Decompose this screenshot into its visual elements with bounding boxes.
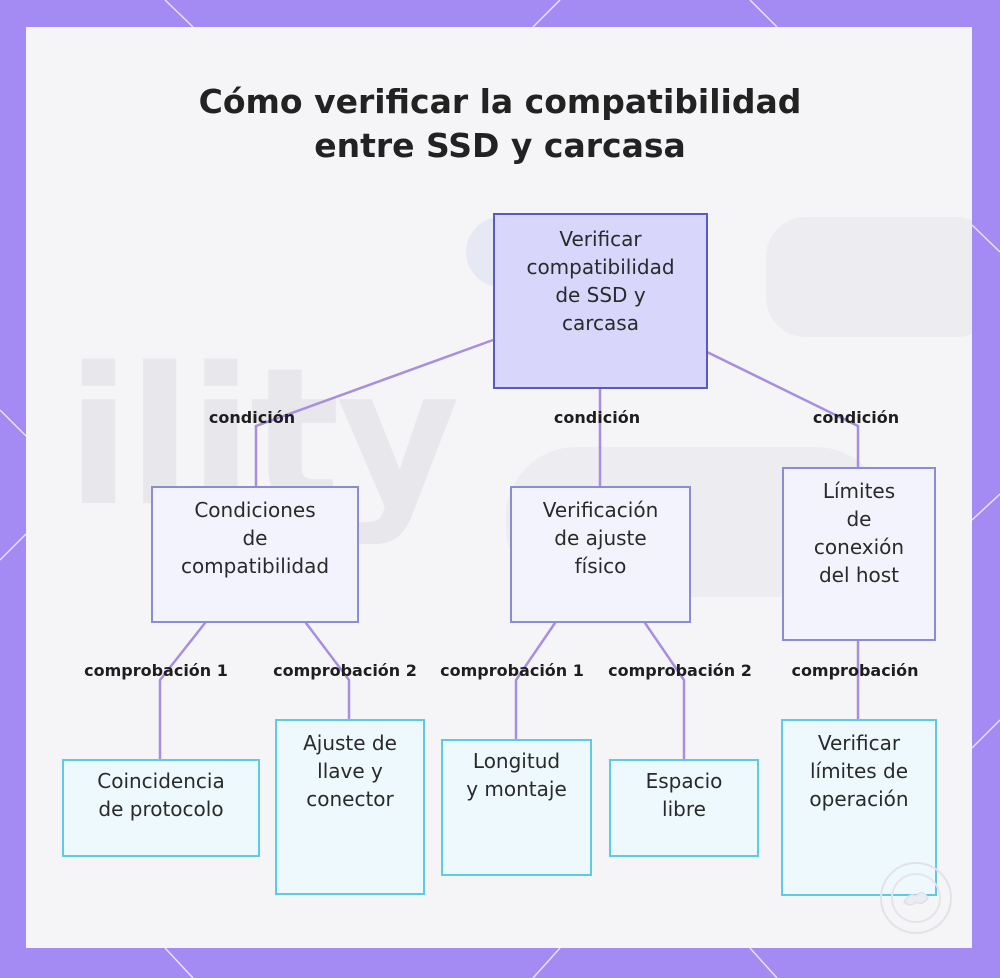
- node-length-mount-line: y montaje: [466, 777, 567, 801]
- node-physical-fit: Verificación de ajuste físico: [510, 486, 691, 623]
- node-physical-fit-line: Verificación: [542, 498, 659, 522]
- title-line-2: entre SSD y carcasa: [314, 126, 686, 165]
- background-blur-band: [766, 217, 972, 337]
- edge-label-condition: condición: [553, 408, 641, 427]
- node-host-limits-line: conexión: [813, 535, 905, 559]
- node-key-connector-line: llave y: [317, 759, 383, 783]
- edge-label-condition: condición: [812, 408, 900, 427]
- node-conditions-line: Condiciones: [194, 498, 316, 522]
- edge-label-check-1: comprobación 1: [440, 661, 584, 680]
- edge-physical-to-length: [514, 621, 557, 741]
- node-operation-limits-line: Verificar: [817, 731, 901, 755]
- edge-physical-to-space: [643, 621, 686, 761]
- node-length-mount-line: Longitud: [472, 749, 561, 773]
- edge-label-check-1: comprobación 1: [84, 661, 228, 680]
- edge-conditions-to-protocol: [158, 621, 207, 761]
- edge-label-check-2: comprobación 2: [608, 661, 752, 680]
- node-free-space-line: Espacio: [645, 769, 723, 793]
- node-physical-fit-line: de ajuste: [554, 526, 647, 550]
- node-conditions-line: de: [242, 526, 268, 550]
- node-protocol-match-line: Coincidencia: [97, 769, 225, 793]
- edge-label-check-2: comprobación 2: [273, 661, 417, 680]
- node-root-line: Verificar: [559, 227, 642, 251]
- watermark-logo-icon: [880, 862, 952, 934]
- node-conditions: Condiciones de compatibilidad: [151, 486, 359, 623]
- node-protocol-match: Coincidencia de protocolo: [62, 759, 260, 857]
- node-protocol-match-line: de protocolo: [98, 797, 224, 821]
- node-root-line: de SSD y: [555, 283, 646, 307]
- edge-root-to-conditions: [254, 338, 495, 488]
- node-key-connector-line: Ajuste de: [303, 731, 397, 755]
- edge-label-check: comprobación: [791, 661, 919, 680]
- node-key-connector-line: conector: [306, 787, 394, 811]
- edge-conditions-to-key: [304, 621, 351, 721]
- node-host-limits: Límites de conexión del host: [782, 467, 936, 641]
- edge-root-to-host: [705, 350, 860, 469]
- node-root-line: compatibilidad: [526, 255, 675, 279]
- node-free-space: Espacio libre: [609, 759, 759, 857]
- node-host-limits-line: Límites: [822, 479, 896, 503]
- edge-label-condition: condición: [208, 408, 296, 427]
- node-physical-fit-line: físico: [574, 554, 627, 578]
- page-title: Cómo verificar la compatibilidad entre S…: [0, 80, 1000, 168]
- node-key-connector: Ajuste de llave y conector: [275, 719, 425, 895]
- node-operation-limits-line: límites de: [809, 759, 909, 783]
- node-host-limits-line: de: [846, 507, 872, 531]
- node-root-line: carcasa: [562, 311, 639, 335]
- node-host-limits-line: del host: [818, 563, 900, 587]
- node-operation-limits-line: operación: [809, 787, 909, 811]
- node-free-space-line: libre: [662, 797, 706, 821]
- node-length-mount: Longitud y montaje: [441, 739, 592, 876]
- title-line-1: Cómo verificar la compatibilidad: [198, 82, 802, 121]
- node-root: Verificar compatibilidad de SSD y carcas…: [493, 213, 708, 389]
- node-conditions-line: compatibilidad: [180, 554, 330, 578]
